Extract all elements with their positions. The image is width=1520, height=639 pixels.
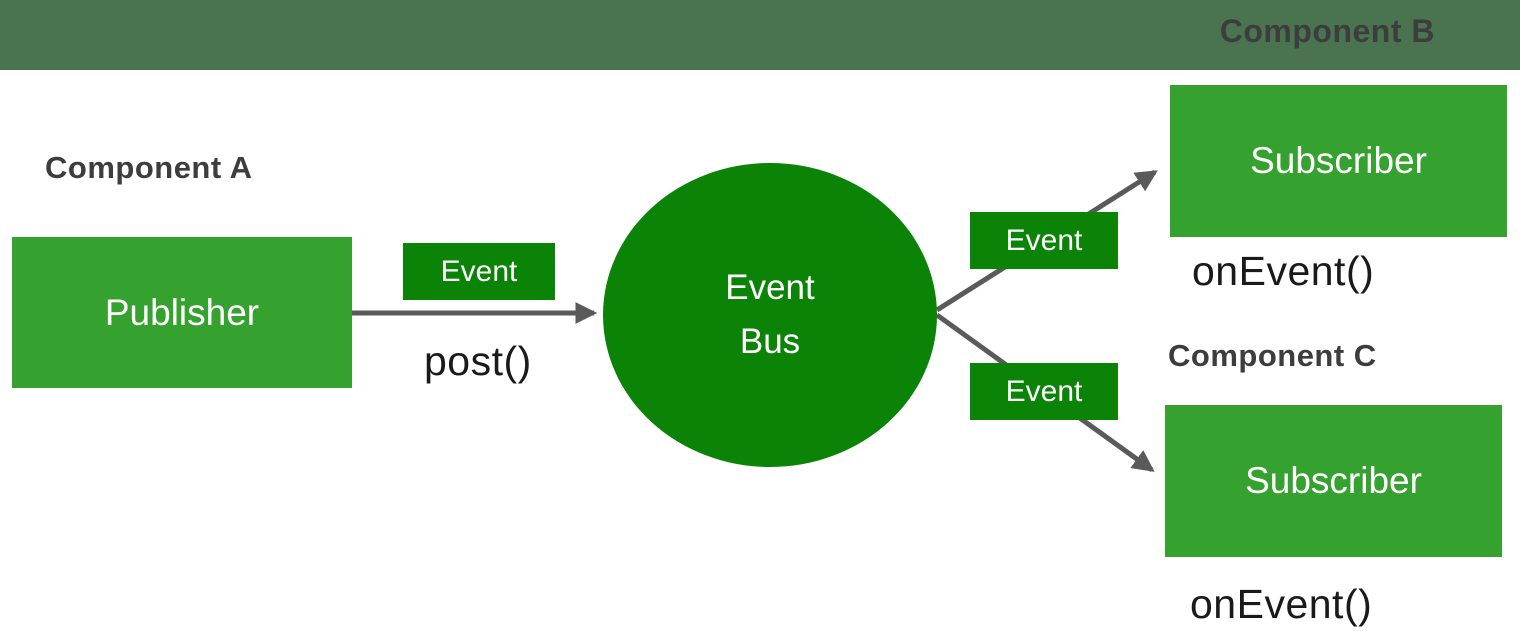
onevent-b-method-label: onEvent(): [1192, 248, 1375, 294]
subscriber-c-label: Subscriber: [1245, 460, 1422, 501]
event-badge-label: Event: [1005, 374, 1083, 408]
onevent-c-method-label: onEvent(): [1190, 581, 1373, 627]
event-bus-label-line1: Event: [725, 267, 815, 307]
event-badge-label: Event: [1005, 223, 1083, 257]
event-badge-publisher: Event: [403, 243, 555, 300]
component-b-label: Component B: [1219, 13, 1435, 49]
component-c-label: Component C: [1168, 338, 1377, 373]
event-bus-label-line2: Bus: [739, 322, 801, 361]
event-badge-subscriber-b: Event: [970, 212, 1118, 269]
publisher-node: Publisher: [12, 237, 352, 388]
post-method-label: post(): [424, 338, 532, 384]
component-a-label: Component A: [45, 150, 253, 185]
subscriber-c-node: Subscriber: [1165, 405, 1502, 557]
event-bus-node: Event Bus: [603, 163, 937, 467]
subscriber-b-node: Subscriber: [1170, 85, 1507, 237]
publisher-label: Publisher: [104, 291, 260, 333]
subscriber-b-label: Subscriber: [1250, 140, 1427, 181]
event-badge-subscriber-c: Event: [970, 363, 1118, 420]
event-badge-label: Event: [440, 254, 518, 288]
component-b-header-band: Component B: [0, 0, 1520, 70]
